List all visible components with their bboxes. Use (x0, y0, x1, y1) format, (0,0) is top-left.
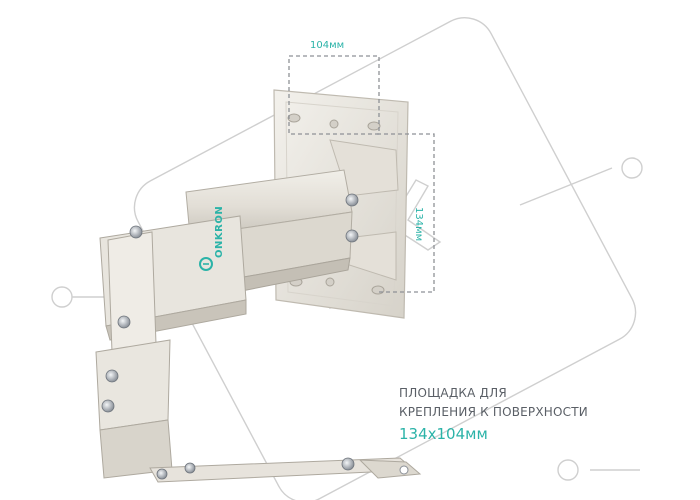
caption-line-1: ПЛОЩАДКА ДЛЯ (399, 386, 507, 400)
mount-arm (95, 169, 422, 483)
width-dimension-label: 104мм (310, 40, 345, 51)
caption-line-2: КРЕПЛЕНИЯ К ПОВЕРХНОСТИ (399, 405, 588, 419)
bolts (101, 193, 359, 480)
brand-logo-icon (199, 257, 213, 271)
brand-label: ONKRON (214, 205, 225, 258)
caption-size: 134x104мм (399, 425, 488, 443)
height-dimension-label: 134мм (413, 207, 424, 242)
dimension-guides (288, 55, 435, 293)
